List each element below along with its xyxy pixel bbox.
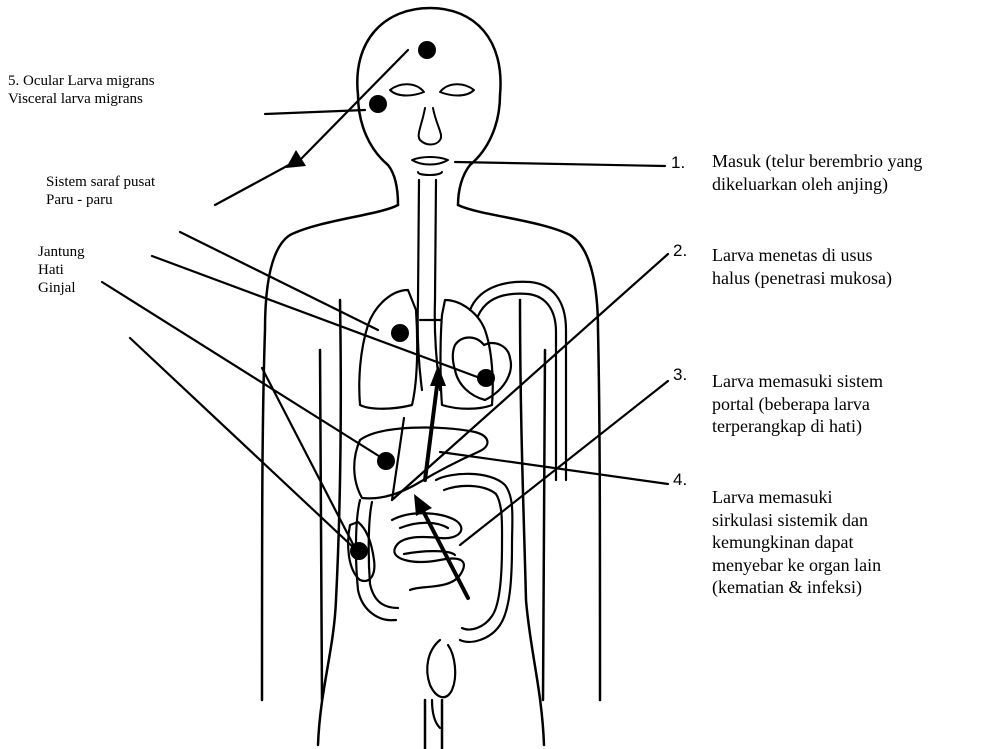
body-outline [262,8,600,749]
step-2-number: 2. [673,241,687,261]
liver [354,427,487,498]
pointer-step-4 [440,452,668,484]
migration-arrows [286,150,468,598]
larva-dot-heart [477,369,495,387]
larva-dot-eye [369,95,387,113]
lungs [359,290,492,409]
step-1-text: Masuk (telur berembrio yang dikeluarkan … [712,150,922,195]
pointer-step-2 [392,254,668,500]
step-1-number: 1. [671,153,685,173]
label-cns-lung: Sistem saraf pusat Paru - paru [46,173,155,209]
larva-dot-brain [418,41,436,59]
pointer-heart [152,256,480,378]
pointer-arrow-ocular [215,160,298,205]
larva-dot-lung [391,324,409,342]
larva-dot-liver [377,452,395,470]
label-ocular-larva-migrans: 5. Ocular Larva migrans Visceral larva m… [8,72,155,108]
pointer-step-1 [455,162,665,166]
step-3-number: 3. [673,365,687,385]
step-2-text: Larva menetas di usus halus (penetrasi m… [712,244,892,289]
heart [453,338,511,401]
step-3-text: Larva memasuki sistem portal (beberapa l… [712,370,883,438]
pointer-ocular-brain [300,50,408,160]
step-4-text: Larva memasuki sirkulasi sistemik dan ke… [712,486,881,599]
larva-dot-kidney [350,542,368,560]
label-heart-liver-kidney: Jantung Hati Ginjal [38,243,85,297]
step-4-number: 4. [673,470,687,490]
